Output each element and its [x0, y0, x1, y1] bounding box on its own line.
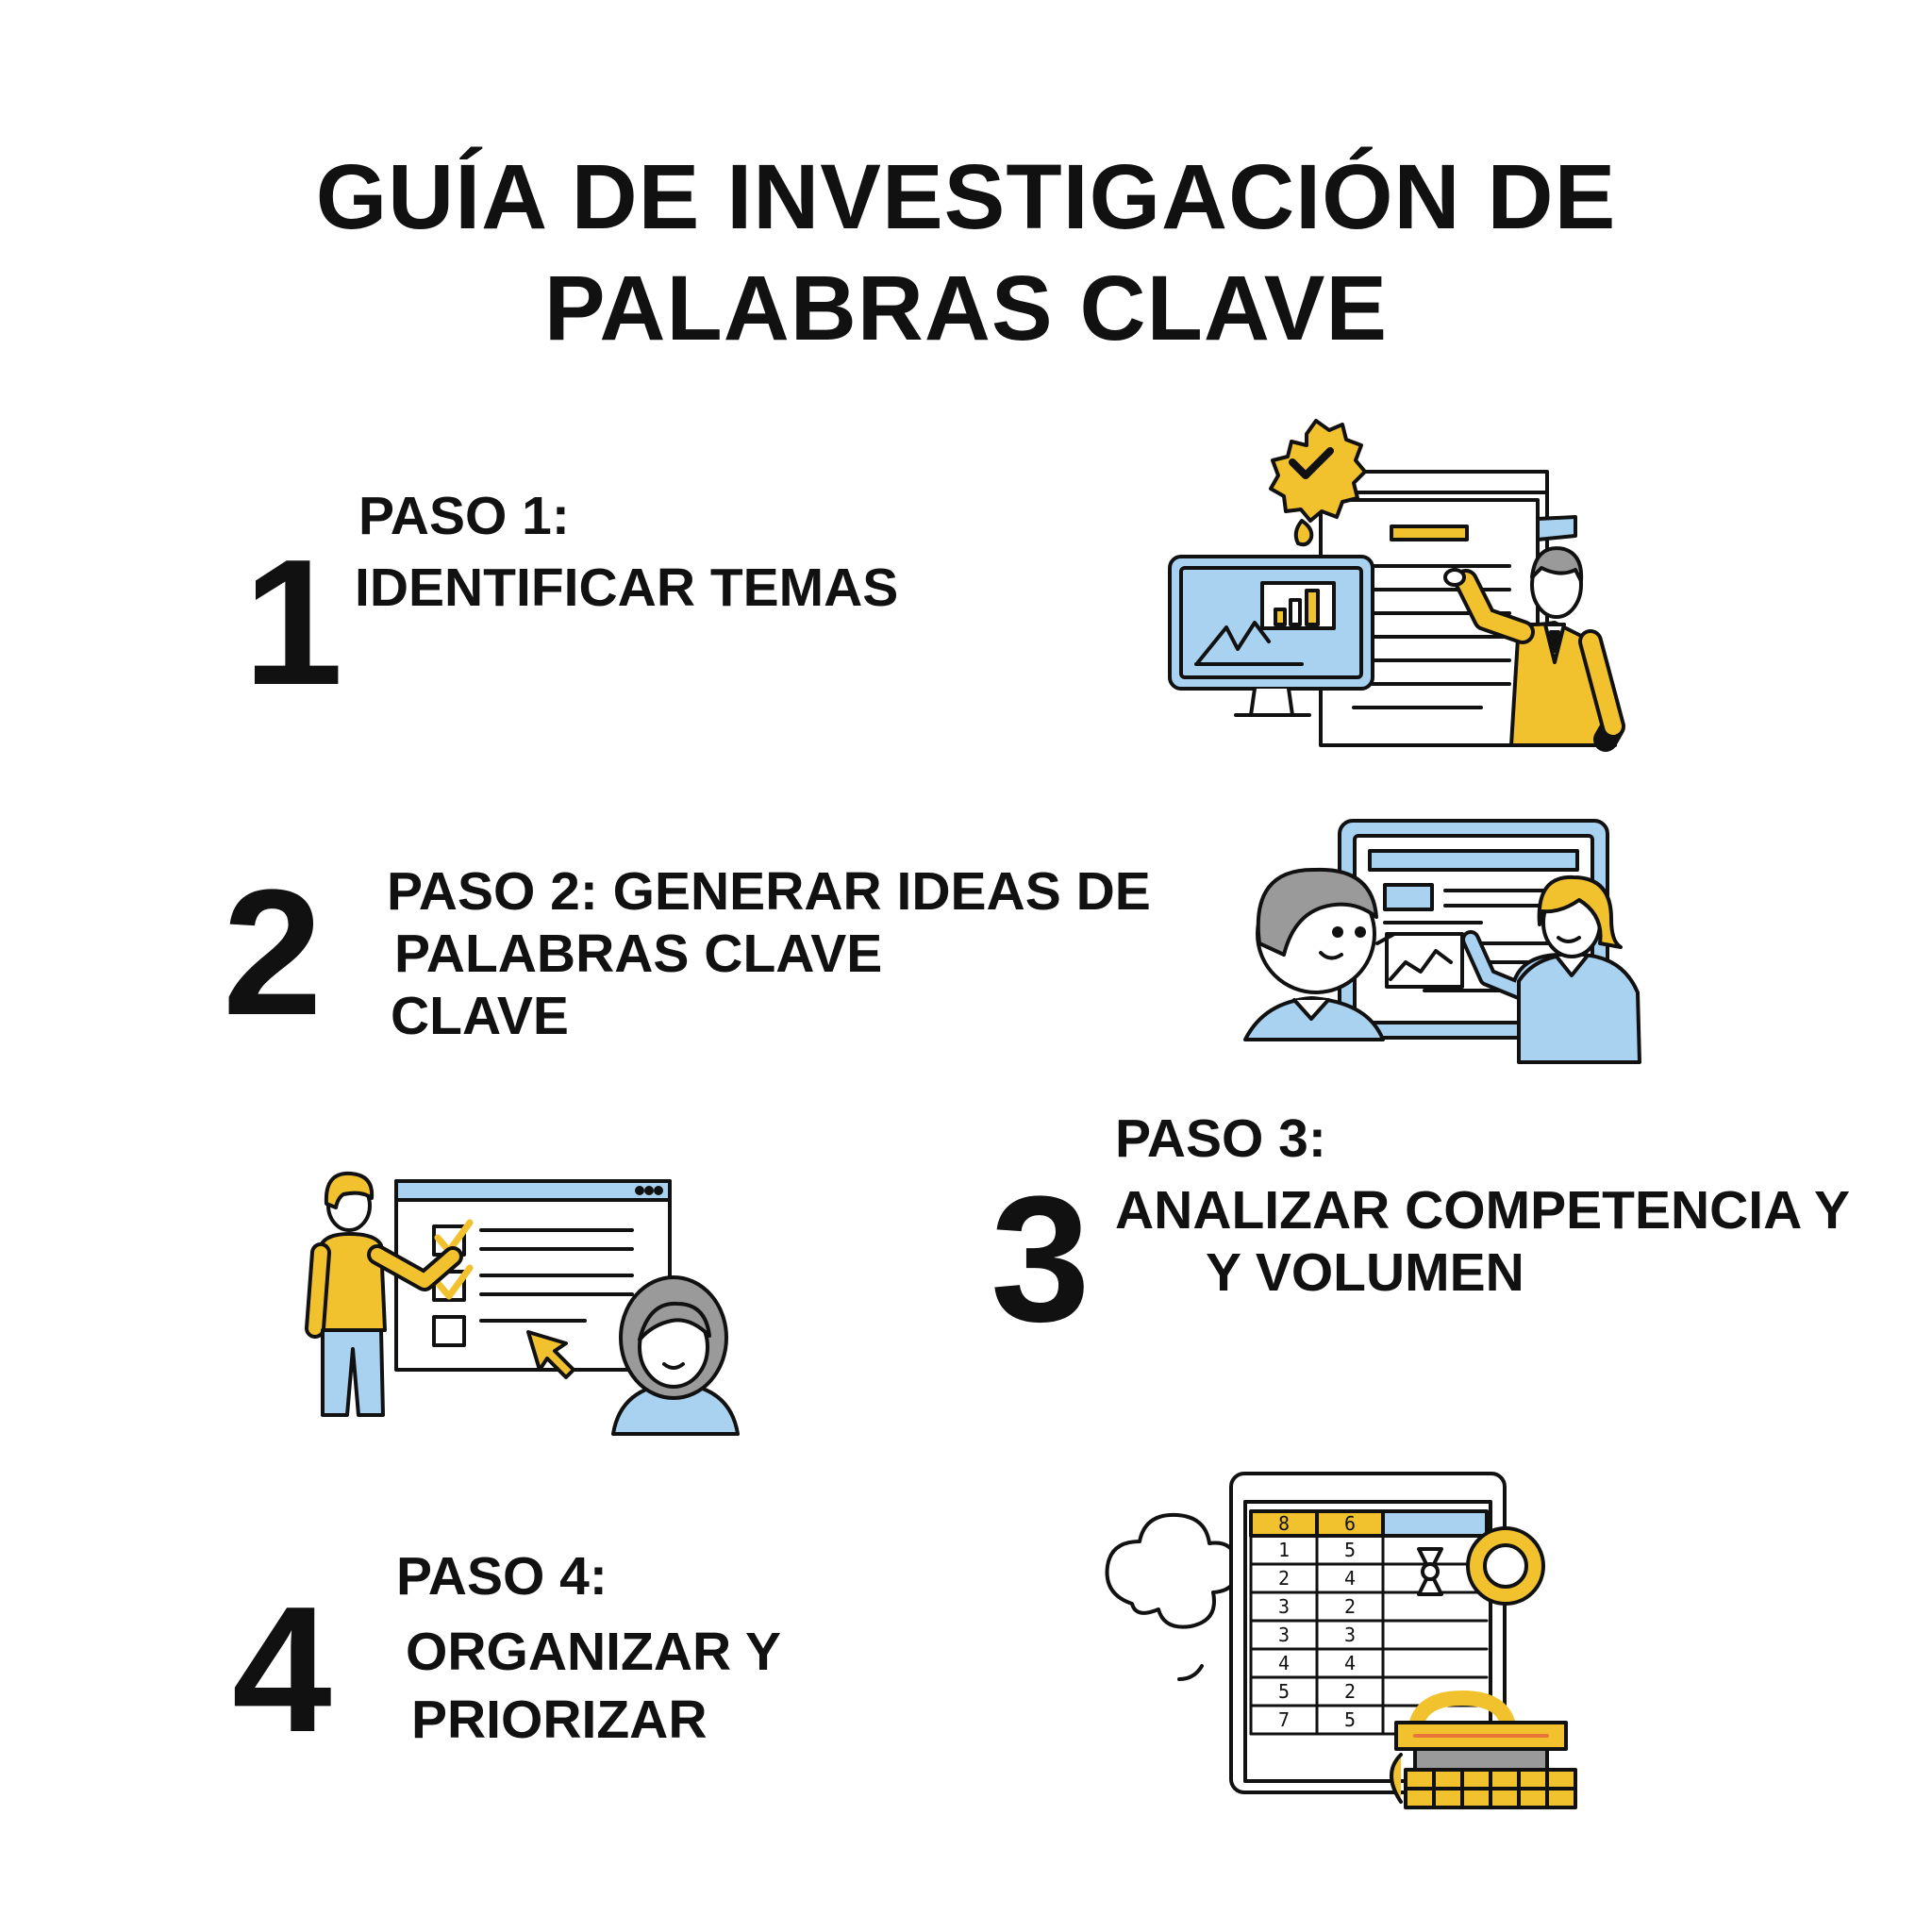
- checklist-presenter-icon: [283, 1132, 774, 1443]
- step-4-line-3: PRIORIZAR: [411, 1690, 708, 1750]
- step-2-number: 2: [223, 853, 323, 1053]
- sheet-cell: 1: [1278, 1539, 1290, 1561]
- step-4-line-1: PASO 4:: [396, 1546, 608, 1607]
- step-4-illustration: 8 6 1 2 3 3 4 5 7 5 4 2 3 4 2 5: [1105, 1472, 1577, 1809]
- step-4-line-2: ORGANIZAR Y: [406, 1622, 781, 1682]
- monitor-chart-presenter-icon: [1160, 415, 1651, 755]
- title-line-2: PALABRAS CLAVE: [543, 257, 1389, 359]
- step-4-label: PASO 4: ORGANIZAR Y PRIORIZAR: [396, 1543, 781, 1753]
- sheet-cell: 2: [1278, 1567, 1290, 1590]
- sheet-cell: 5: [1344, 1539, 1356, 1561]
- step-1-line-2: IDENTIFICAR TEMAS: [355, 558, 899, 618]
- step-1-line-1: PASO 1:: [358, 486, 570, 546]
- step-3-line-1: PASO 3:: [1115, 1108, 1326, 1169]
- sheet-cell: 3: [1344, 1624, 1356, 1646]
- step-2-illustration: [1243, 819, 1641, 1064]
- sheet-cell: 4: [1278, 1652, 1290, 1674]
- sheet-cell: 4: [1344, 1567, 1356, 1590]
- sheet-cell: 5: [1344, 1708, 1356, 1731]
- sheet-cell: 2: [1344, 1595, 1356, 1618]
- step-2-line-3: CLAVE: [391, 986, 569, 1046]
- sheet-cell: 4: [1344, 1652, 1356, 1674]
- sheet-cell: 2: [1344, 1680, 1356, 1703]
- sheet-header-1: 8: [1278, 1512, 1290, 1535]
- step-1-illustration: [1168, 419, 1625, 752]
- sheet-cell: 3: [1278, 1595, 1290, 1618]
- title-line-1: GUÍA DE INVESTIGACIÓN DE: [315, 145, 1617, 248]
- step-4-number: 4: [232, 1570, 332, 1770]
- sheet-cell: 5: [1278, 1680, 1290, 1703]
- step-2-line-1: PASO 2: GENERAR IDEAS DE: [387, 861, 1151, 922]
- step-1-number: 1: [243, 523, 343, 723]
- step-1-label: PASO 1: IDENTIFICAR TEMAS: [355, 483, 898, 621]
- step-3-number: 3: [991, 1159, 1091, 1359]
- sheet-cell: 3: [1278, 1624, 1290, 1646]
- step-3-line-3: Y VOLUMEN: [1206, 1242, 1524, 1303]
- step-2-label: PASO 2: GENERAR IDEAS DE PALABRAS CLAVE …: [387, 858, 1151, 1049]
- sheet-header-2: 6: [1344, 1512, 1356, 1535]
- step-3-line-2: ANALIZAR COMPETENCIA Y: [1115, 1180, 1851, 1241]
- step-2-line-2: PALABRAS CLAVE: [394, 924, 883, 984]
- step-3-label: PASO 3: ANALIZAR COMPETENCIA Y Y VOLUMEN: [1115, 1106, 1850, 1306]
- spreadsheet-basket-icon: 8 6 1 2 3 3 4 5 7 5 4 2 3 4 2 5: [1075, 1462, 1585, 1811]
- two-people-screen-icon: [1236, 811, 1670, 1075]
- sheet-cell: 7: [1278, 1708, 1290, 1731]
- step-3-illustration: [305, 1171, 740, 1436]
- page-title: GUÍA DE INVESTIGACIÓN DE PALABRAS CLAVE: [0, 142, 1932, 364]
